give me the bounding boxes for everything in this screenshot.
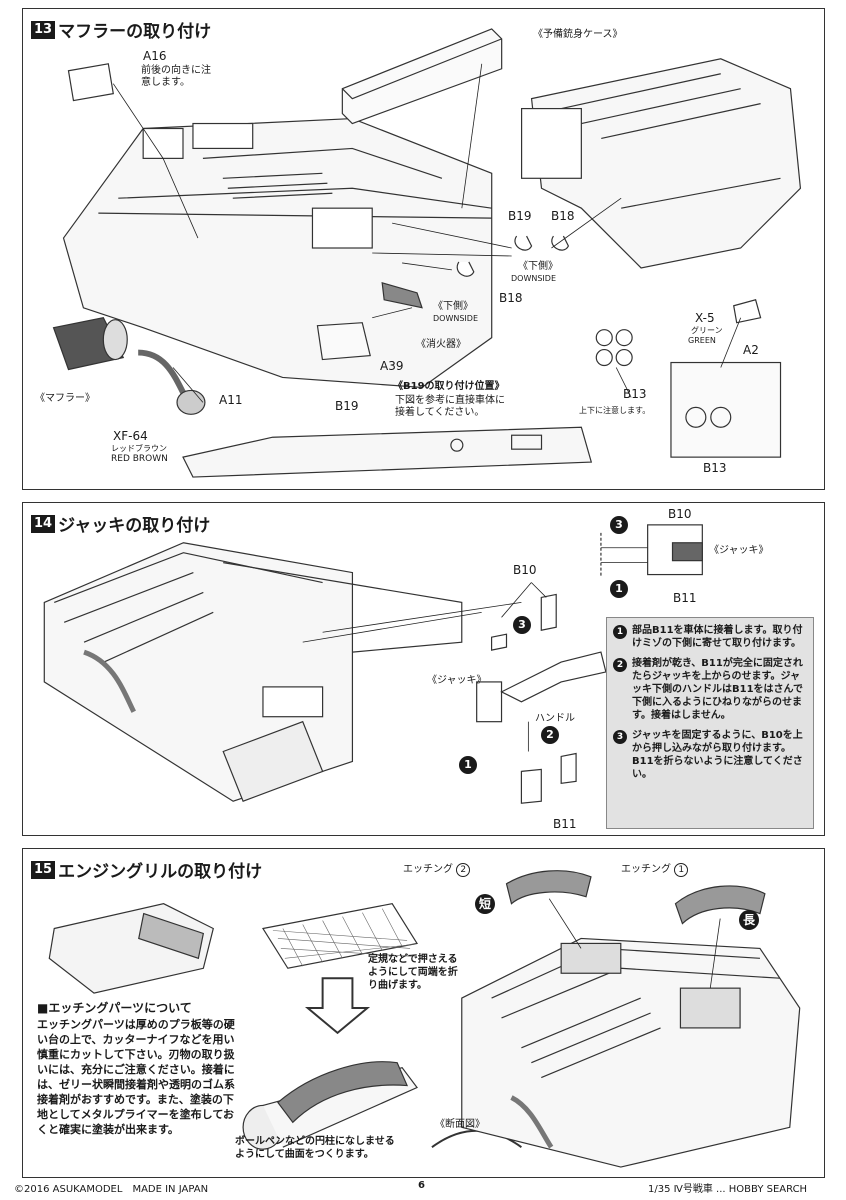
step-marker-1: 1 — [459, 753, 477, 774]
x5-en: GREEN — [688, 336, 716, 345]
b10-label: B10 — [513, 563, 537, 577]
step-13-title: 13 マフラーの取り付け — [31, 17, 211, 42]
a11-label: A11 — [219, 393, 243, 407]
step-number-badge: 14 — [31, 514, 56, 533]
instruction-step: 3 ジャッキを固定するように、B10を上から押し込みながら取り付けます。B11を… — [613, 729, 807, 781]
step-title-text: エンジングリルの取り付け — [58, 862, 263, 882]
extinguisher-label: 《消火器》 — [416, 339, 466, 350]
detail-3-badge: 3 — [610, 515, 628, 534]
instruction-num: 1 — [613, 625, 627, 639]
step-1-badge: 1 — [459, 755, 477, 774]
a2-label: A2 — [743, 343, 759, 357]
detail-1-badge: 1 — [610, 579, 628, 598]
step-14-instructions: 1 部品B11を車体に接着します。取り付けミゾの下側に寄せて取り付けます。 2 … — [606, 617, 814, 829]
long-badge: 長 — [739, 909, 759, 930]
etching-2-label: エッチング 2 — [403, 863, 471, 877]
step-number-badge: 13 — [31, 20, 56, 39]
instruction-text: ジャッキを固定するように、B10を上から押し込みながら取り付けます。B11を折ら… — [632, 730, 803, 780]
b18-label-2: B18 — [499, 291, 523, 305]
step-15-title: 15 エンジングリルの取り付け — [31, 857, 262, 882]
step-13-section: 13 マフラーの取り付け A16 前後の向きに注 意します。 《予備銃身ケース》… — [22, 8, 825, 490]
paint-jp: レッドブラウン — [111, 444, 167, 453]
downside-jp-2: 《下側》 — [433, 301, 473, 312]
step-14-drawing — [43, 524, 703, 804]
paint-code: XF-64 — [113, 429, 148, 443]
step-marker-3: 3 — [513, 613, 531, 634]
instruction-text: 部品B11を車体に接着します。取り付けミゾの下側に寄せて取り付けます。 — [632, 625, 803, 649]
b13-label-2: B13 — [703, 461, 727, 475]
long-mark: 長 — [739, 909, 759, 930]
a16-note: 前後の向きに注 意します。 — [141, 65, 211, 88]
etching-note-heading: ■エッチングパーツについて — [37, 1001, 192, 1015]
step-3-badge: 3 — [513, 615, 531, 634]
b10-detail-label: B10 — [668, 507, 692, 521]
detail-marker-1: 1 — [610, 577, 628, 598]
etching-1-num: 1 — [674, 863, 689, 877]
step-2-badge: 2 — [541, 725, 559, 744]
jack-detail-label: 《ジャッキ》 — [709, 545, 769, 556]
x5-code: X-5 — [695, 311, 715, 325]
b19-label-2: B19 — [335, 399, 359, 413]
etching-2-text: エッチング — [403, 864, 453, 875]
b19-label: B19 — [508, 209, 532, 223]
cross-section-label: 《断面図》 — [435, 1119, 485, 1130]
b11-detail-label: B11 — [673, 591, 697, 605]
short-mark: 短 — [475, 893, 495, 914]
downside-jp: 《下側》 — [518, 261, 558, 272]
a16-label: A16 — [143, 49, 167, 63]
handle-label: ハンドル — [535, 713, 575, 724]
step-15-section: 15 エンジングリルの取り付け エッチング 2 エッチング 1 短 長 定規など… — [22, 848, 825, 1178]
instruction-num: 2 — [613, 658, 627, 672]
spare-barrel-case-label: 《予備銃身ケース》 — [533, 29, 623, 40]
b13-note: 上下に注意します。 — [579, 406, 651, 415]
step-13-drawing — [52, 28, 802, 478]
etching-1-label: エッチング 1 — [621, 863, 689, 877]
step-14-section: 14 ジャッキの取り付け B10 《ジャッキ》 ハンドル B11 3 2 1 3… — [22, 502, 825, 836]
b19-position-body: 下図を参考に直接車体に 接着してください。 — [395, 395, 505, 418]
etching-1-text: エッチング — [621, 864, 671, 875]
instruction-text: 接着剤が乾き、B11が完全に固定されたらジャッキを上からのせます。ジャッキ下側の… — [632, 658, 804, 721]
etching-note-body: エッチングパーツは厚めのプラ板等の硬い台の上で、カッターナイフなどを用い慎重にカ… — [37, 1018, 235, 1136]
step-marker-2: 2 — [541, 723, 559, 744]
b13-label: B13 — [623, 387, 647, 401]
step-title-text: ジャッキの取り付け — [58, 516, 211, 536]
instruction-step: 1 部品B11を車体に接着します。取り付けミゾの下側に寄せて取り付けます。 — [613, 624, 807, 650]
short-badge: 短 — [475, 893, 495, 914]
a39-label: A39 — [380, 359, 404, 373]
downside-en: DOWNSIDE — [511, 274, 557, 283]
etching-2-num: 2 — [456, 863, 471, 877]
step-14-title: 14 ジャッキの取り付け — [31, 511, 210, 536]
page-number: 6 — [418, 1180, 425, 1191]
instruction-num: 3 — [613, 730, 627, 744]
downside-en-2: DOWNSIDE — [433, 314, 479, 323]
step-number-badge: 15 — [31, 860, 56, 879]
bend-note: 定規などで押さえる ようにして両端を折 り曲げます。 — [368, 954, 458, 991]
x5-jp: グリーン — [691, 326, 723, 335]
copyright: ©2016 ASUKAMODEL MADE IN JAPAN — [14, 1184, 209, 1195]
detail-marker-3: 3 — [610, 513, 628, 534]
footer-right: 1/35 Ⅳ号戦車 ... HOBBY SEARCH — [648, 1184, 808, 1195]
step-title-text: マフラーの取り付け — [58, 22, 212, 42]
step-15-drawing — [48, 870, 801, 1168]
muffler-label: 《マフラー》 — [35, 393, 95, 404]
curve-note: ボールペンなどの円柱になしませる ようにして曲面をつくります。 — [235, 1136, 395, 1160]
b18-label: B18 — [551, 209, 575, 223]
b11-label: B11 — [553, 817, 577, 831]
instruction-step: 2 接着剤が乾き、B11が完全に固定されたらジャッキを上からのせます。ジャッキ下… — [613, 657, 807, 722]
jack-label: 《ジャッキ》 — [427, 675, 487, 686]
b19-position-title: 《B19の取り付け位置》 — [393, 381, 505, 392]
paint-en: RED BROWN — [111, 454, 168, 464]
